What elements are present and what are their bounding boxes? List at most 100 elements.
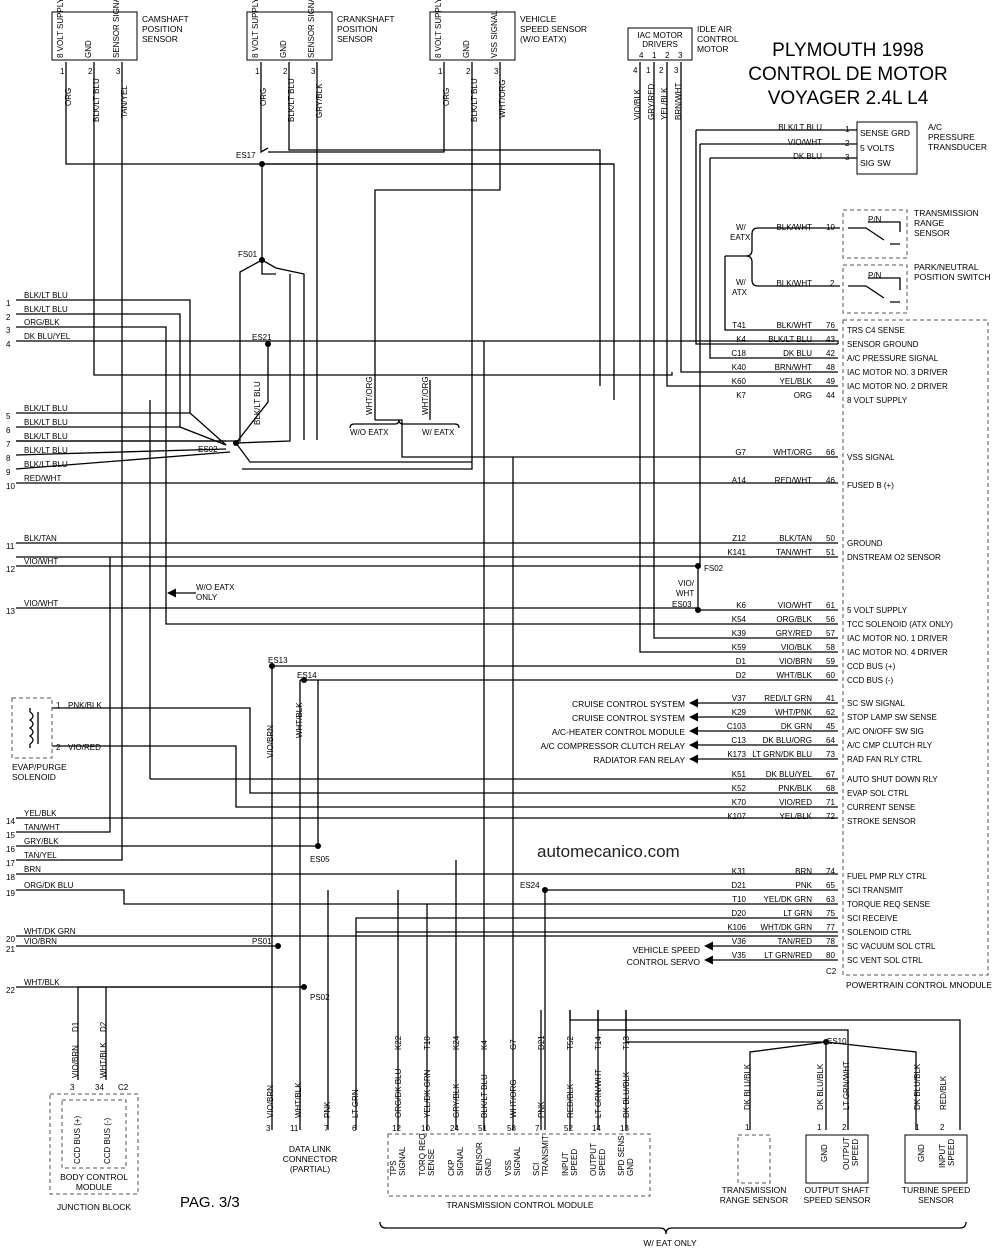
svg-text:TRANSMISSION: TRANSMISSION bbox=[914, 208, 979, 218]
svg-text:1: 1 bbox=[60, 67, 65, 76]
sci-rx bbox=[355, 917, 838, 1130]
pcm-wire-color: TAN/WHT bbox=[776, 548, 812, 557]
svg-text:MOTOR: MOTOR bbox=[697, 44, 728, 54]
tcm-pin-name: SIGNAL bbox=[513, 1146, 522, 1176]
pcm-circuit: K107 bbox=[727, 812, 746, 821]
pcm-wire-color: LT GRN bbox=[783, 909, 812, 918]
pcm-pin-number: 61 bbox=[826, 601, 835, 610]
svg-text:1: 1 bbox=[745, 1123, 750, 1132]
es02-up bbox=[235, 343, 269, 444]
camshaft-sensor: 8 VOLT SUPPLY GND SENSOR SIGNAL CAMSHAFT… bbox=[51, 0, 189, 122]
svg-text:1: 1 bbox=[438, 67, 443, 76]
tcm-t52 bbox=[569, 1010, 961, 1130]
splice-labels: ES17 FS01 ES21 ES02 FS02 ES03 ES13 ES14 … bbox=[198, 151, 847, 1046]
svg-text:4: 4 bbox=[633, 66, 638, 75]
pcm-circuit: T10 bbox=[732, 895, 746, 904]
svg-text:SPEED: SPEED bbox=[851, 1139, 860, 1166]
svg-text:3: 3 bbox=[674, 66, 679, 75]
pcm-pin-number: 75 bbox=[826, 909, 835, 918]
pcm-wire-color: VIO/WHT bbox=[778, 601, 812, 610]
svg-text:11: 11 bbox=[290, 1124, 299, 1133]
tcm-pin-number: 7 bbox=[535, 1124, 540, 1133]
tcm-wire-color: YEL/DK GRN bbox=[423, 1069, 432, 1118]
svg-text:SENSOR: SENSOR bbox=[918, 1195, 954, 1205]
iac-1 bbox=[653, 62, 838, 639]
pcm-pin-function: TCC SOLENOID (ATX ONLY) bbox=[847, 620, 953, 629]
svg-text:BLK/LT BLU: BLK/LT BLU bbox=[92, 78, 101, 122]
left-ref-wire: RED/WHT bbox=[24, 474, 61, 483]
ref1 bbox=[16, 299, 227, 446]
svg-text:2: 2 bbox=[665, 51, 670, 60]
pcm-wire-color: GRY/RED bbox=[776, 629, 813, 638]
left-ref-num: 7 bbox=[6, 440, 11, 449]
left-ref-num: 17 bbox=[6, 859, 15, 868]
tcm-pin-number: 24 bbox=[450, 1124, 459, 1133]
pcm-pin-function: AUTO SHUT DOWN RLY bbox=[847, 775, 938, 784]
external-arrows: CRUISE CONTROL SYSTEM CRUISE CONTROL SYS… bbox=[541, 699, 701, 967]
tcm-wire-color: BLK/LT BLU bbox=[480, 1074, 489, 1118]
pcm-pin-number: 51 bbox=[826, 548, 835, 557]
es02-b bbox=[235, 442, 472, 463]
svg-text:2: 2 bbox=[56, 743, 61, 752]
pcm-pin-number: 57 bbox=[826, 629, 835, 638]
tcm-circuit: K24 bbox=[452, 1035, 461, 1050]
pcm-pin-function: TORQUE REQ SENSE bbox=[847, 900, 930, 909]
pcm-circuit: D21 bbox=[731, 881, 746, 890]
svg-text:A/C-HEATER CONTROL MODULE: A/C-HEATER CONTROL MODULE bbox=[552, 727, 686, 737]
left-ref-num: 6 bbox=[6, 426, 11, 435]
svg-text:1: 1 bbox=[652, 51, 657, 60]
left-ref-num: 22 bbox=[6, 986, 15, 995]
tcm-circuit: T10 bbox=[423, 1036, 432, 1050]
svg-text:VOYAGER 2.4L L4: VOYAGER 2.4L L4 bbox=[768, 88, 929, 109]
page-label: PAG. 3/3 bbox=[180, 1194, 240, 1211]
svg-text:CRUISE CONTROL SYSTEM: CRUISE CONTROL SYSTEM bbox=[572, 713, 685, 723]
svg-text:VIO/BRN: VIO/BRN bbox=[266, 725, 275, 758]
pcm-wire-color: DK GRN bbox=[781, 722, 812, 731]
pcm-pin-number: 46 bbox=[826, 476, 835, 485]
ref15 bbox=[16, 557, 111, 833]
tcm-pin-name: VSS bbox=[504, 1160, 513, 1176]
splice-dots bbox=[233, 161, 829, 1045]
pcm-circuit: K7 bbox=[736, 391, 746, 400]
svg-text:3: 3 bbox=[116, 67, 121, 76]
svg-text:RANGE: RANGE bbox=[914, 218, 945, 228]
left-ref-num: 3 bbox=[6, 326, 11, 335]
svg-text:RADIATOR FAN RELAY: RADIATOR FAN RELAY bbox=[593, 755, 685, 765]
pcm-circuit: G7 bbox=[735, 448, 746, 457]
left-ref-wire: BLK/LT BLU bbox=[24, 446, 68, 455]
svg-text:BLK/LT BLU: BLK/LT BLU bbox=[470, 78, 479, 122]
svg-text:FS02: FS02 bbox=[704, 564, 724, 573]
svg-text:VIO/: VIO/ bbox=[678, 579, 695, 588]
svg-text:DRIVERS: DRIVERS bbox=[642, 40, 678, 49]
cam-gnd bbox=[93, 62, 673, 376]
svg-text:ATX: ATX bbox=[732, 288, 748, 297]
svg-text:BLK/LT BLU: BLK/LT BLU bbox=[287, 78, 296, 122]
pcm-pin-function: CURRENT SENSE bbox=[847, 803, 915, 812]
tcm-t13 bbox=[625, 1010, 826, 1043]
pcm-wire-color: WHT/PNK bbox=[775, 708, 813, 717]
left-ref-wire: BRN bbox=[24, 865, 41, 874]
pcm-circuit: K31 bbox=[732, 867, 747, 876]
splice-dot bbox=[823, 1039, 829, 1045]
tcm-wire-color: LT GRN/WHT bbox=[594, 1069, 603, 1118]
tcm-pin-name: GND bbox=[626, 1158, 635, 1176]
pcm-wire-color: WHT/ORG bbox=[773, 448, 812, 457]
tcm-pin-name: SENSE bbox=[427, 1149, 436, 1176]
svg-text:2: 2 bbox=[830, 279, 835, 288]
trs-wires bbox=[758, 227, 840, 287]
pcm-circuit: K29 bbox=[732, 708, 747, 717]
svg-text:VSS SIGNAL: VSS SIGNAL bbox=[490, 10, 499, 58]
left-ref-wire: ORG/DK BLU bbox=[24, 881, 74, 890]
pcm-pin-number: 42 bbox=[826, 349, 835, 358]
svg-text:LT GRN: LT GRN bbox=[351, 1089, 360, 1118]
svg-text:6: 6 bbox=[352, 1124, 357, 1133]
svg-text:3: 3 bbox=[494, 67, 499, 76]
svg-text:PLYMOUTH 1998: PLYMOUTH 1998 bbox=[772, 40, 924, 61]
svg-text:YEL/BLK: YEL/BLK bbox=[660, 87, 669, 120]
watermark: automecanico.com bbox=[537, 842, 680, 861]
tcm-pin-name: TPS bbox=[389, 1160, 398, 1176]
svg-text:C2: C2 bbox=[118, 1083, 129, 1092]
tcm-circuit: D21 bbox=[537, 1035, 546, 1050]
svg-text:GND: GND bbox=[84, 40, 93, 58]
